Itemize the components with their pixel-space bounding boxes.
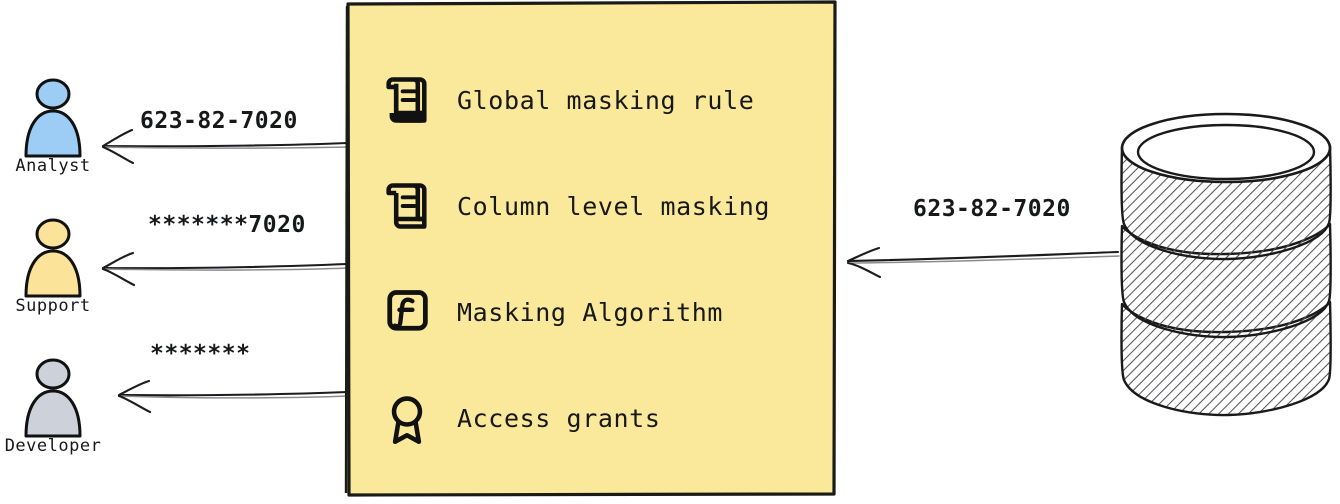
function-icon xyxy=(387,290,428,331)
policy-item-label: Masking Algorithm xyxy=(457,297,724,327)
person-icon xyxy=(24,358,82,438)
flow-value-source: 623-82-7020 xyxy=(913,196,1071,222)
scroll-icon xyxy=(386,77,427,123)
policy-item-masking-algorithm[interactable]: Masking Algorithm xyxy=(381,259,834,365)
policy-item-label: Global masking rule xyxy=(457,85,755,115)
actor-label: Analyst xyxy=(15,156,91,176)
policy-item-column-level-masking[interactable]: Column level masking xyxy=(381,153,834,259)
actor-support[interactable]: Support xyxy=(0,216,108,316)
actor-label: Support xyxy=(15,296,91,316)
flow-value-analyst: 623-82-7020 xyxy=(140,108,298,134)
award-icon xyxy=(391,396,423,445)
scroll-icon xyxy=(386,183,427,229)
policy-item-label: Access grants xyxy=(457,403,661,433)
arrow-to-support xyxy=(101,251,349,287)
arrow-to-developer xyxy=(117,379,349,414)
flow-value-developer: ******* xyxy=(150,341,251,367)
arrow-from-database xyxy=(846,246,1120,279)
database-icon xyxy=(1120,112,1332,417)
policy-item-list: Global masking rule Column level masking… xyxy=(347,3,834,494)
policy-item-access-grants[interactable]: Access grants xyxy=(381,365,834,471)
actor-label: Developer xyxy=(4,436,102,456)
policy-item-label: Column level masking xyxy=(457,191,771,221)
actor-analyst[interactable]: Analyst xyxy=(0,76,108,176)
flow-value-support: *******7020 xyxy=(148,212,306,238)
actor-developer[interactable]: Developer xyxy=(0,356,108,456)
policy-item-global-masking-rule[interactable]: Global masking rule xyxy=(381,47,834,153)
arrow-to-analyst xyxy=(101,128,349,165)
person-icon xyxy=(24,218,82,298)
person-icon xyxy=(24,78,82,158)
